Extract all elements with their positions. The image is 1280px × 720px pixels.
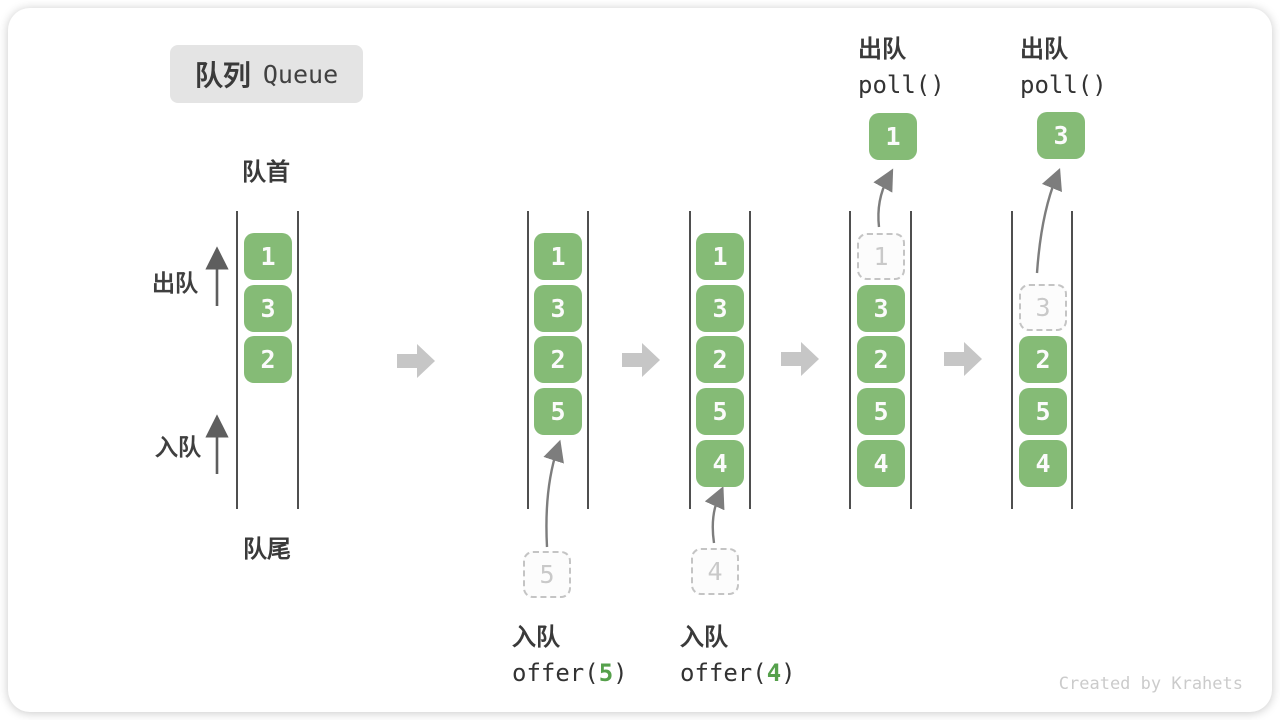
enqueue-op-label: 入队 offer(5) [512, 617, 628, 687]
popped-element-box: 1 [869, 113, 917, 160]
dequeue-op-label: 出队 poll() [858, 29, 945, 99]
queue-front-label: 队首 [242, 158, 290, 186]
op-zh-label: 出队 [1020, 35, 1068, 63]
incoming-element-box: 5 [523, 551, 571, 598]
enqueue-side-label: 入队 [155, 435, 201, 461]
queue-cell: 1 [696, 233, 744, 280]
queue-cell: 2 [534, 336, 582, 383]
queue-rear-label: 队尾 [243, 535, 291, 563]
op-zh-label: 入队 [512, 623, 560, 651]
title-zh: 队列 [194, 59, 251, 92]
op-arg: 4 [766, 659, 782, 687]
removed-element-ghost: 3 [1019, 284, 1067, 331]
op-code-label: offer(4) [680, 659, 796, 687]
op-code-label: poll() [1020, 71, 1107, 99]
queue-cell: 2 [857, 336, 905, 383]
queue-cell: 3 [534, 285, 582, 332]
op-code-label: offer(5) [512, 659, 628, 687]
channel-line [1011, 211, 1013, 509]
queue-cell: 2 [1019, 336, 1067, 383]
queue-cell: 4 [1019, 440, 1067, 487]
dequeue-op-label: 出队 poll() [1020, 29, 1107, 99]
removed-element-ghost: 1 [857, 233, 905, 280]
diagram-card [8, 8, 1272, 712]
enqueue-op-label: 入队 offer(4) [680, 617, 796, 687]
queue-cell: 5 [534, 388, 582, 435]
queue-cell: 2 [696, 336, 744, 383]
op-code-label: poll() [858, 71, 945, 99]
op-zh-label: 入队 [680, 623, 728, 651]
queue-cell: 5 [696, 388, 744, 435]
queue-cell: 1 [244, 233, 292, 280]
channel-line [689, 211, 691, 509]
title-en: Queue [262, 59, 339, 89]
channel-line [297, 211, 299, 509]
op-arg: 5 [598, 659, 614, 687]
queue-cell: 2 [244, 336, 292, 383]
title-box: 队列 Queue [170, 45, 363, 103]
credit-text: Created by Krahets [1058, 674, 1243, 694]
incoming-element-box: 4 [691, 548, 739, 595]
queue-cell: 4 [696, 440, 744, 487]
channel-line [849, 211, 851, 509]
op-zh-label: 出队 [858, 35, 906, 63]
channel-line [749, 211, 751, 509]
queue-cell: 3 [696, 285, 744, 332]
channel-line [527, 211, 529, 509]
queue-cell: 3 [244, 285, 292, 332]
queue-cell: 5 [857, 388, 905, 435]
queue-cell: 5 [1019, 388, 1067, 435]
channel-line [910, 211, 912, 509]
channel-line [587, 211, 589, 509]
popped-element-box: 3 [1037, 112, 1085, 159]
queue-cell: 4 [857, 440, 905, 487]
queue-cell: 1 [534, 233, 582, 280]
queue-cell: 3 [857, 285, 905, 332]
channel-line [1071, 211, 1073, 509]
channel-line [236, 211, 238, 509]
dequeue-side-label: 出队 [152, 271, 198, 297]
